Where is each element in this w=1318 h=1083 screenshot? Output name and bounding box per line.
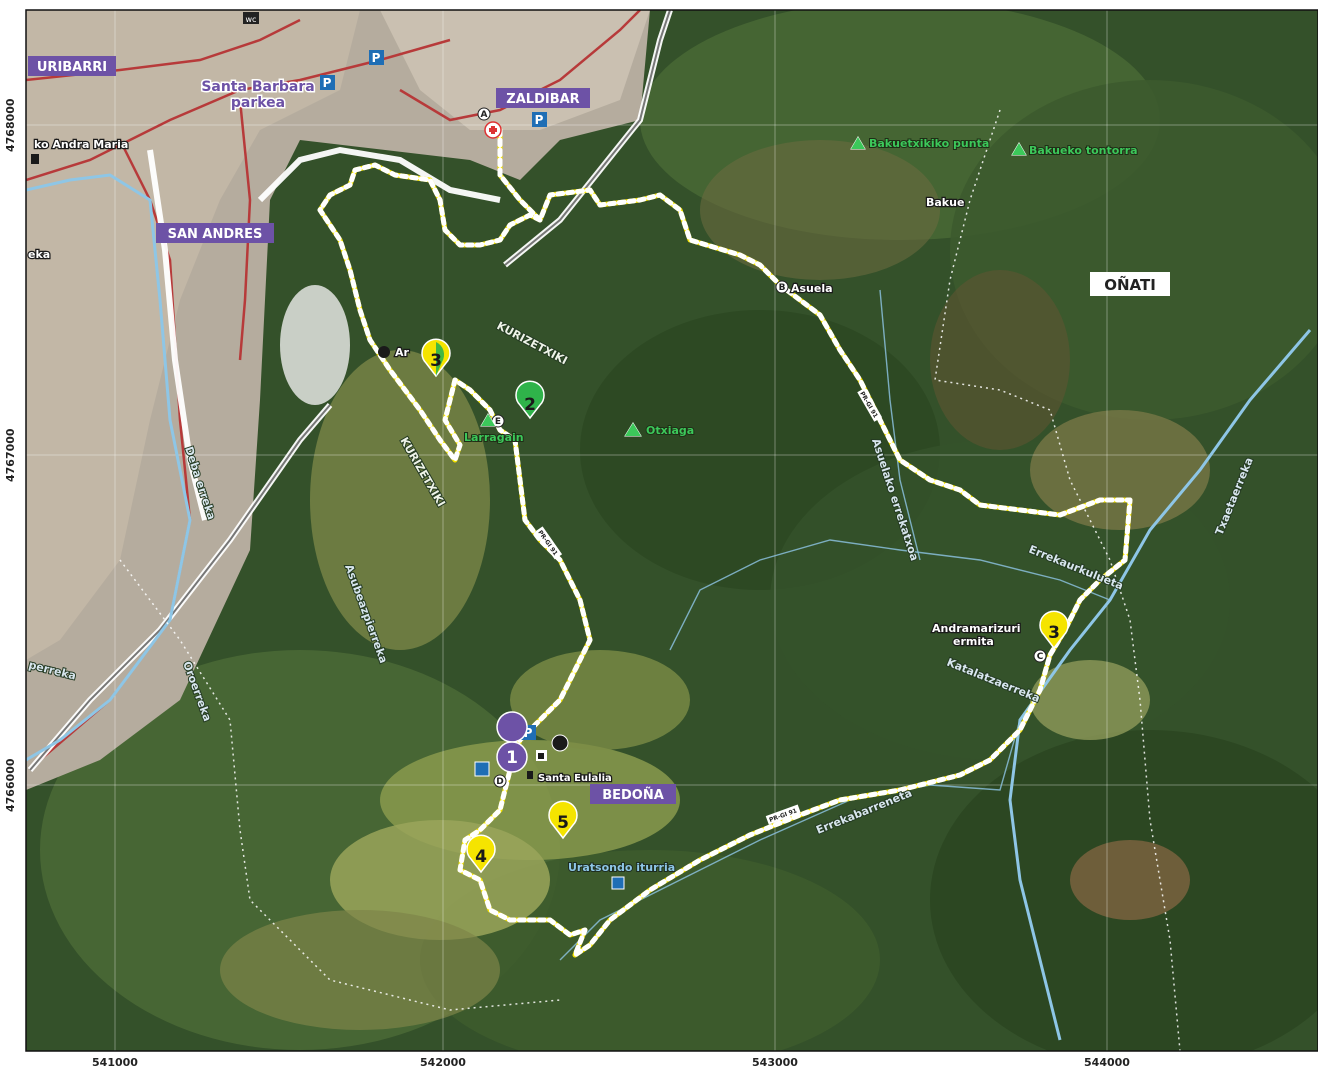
- peak-larragain: Larragain: [463, 413, 525, 445]
- svg-text:4: 4: [475, 847, 487, 867]
- svg-text:Bakuetxikiko punta: Bakuetxikiko punta: [869, 137, 989, 150]
- parking-icon: P: [532, 112, 547, 127]
- svg-text:BEDOÑA: BEDOÑA: [602, 787, 664, 803]
- svg-text:A: A: [481, 110, 488, 120]
- svg-text:B: B: [779, 283, 786, 293]
- svg-text:3: 3: [1048, 623, 1060, 643]
- svg-text:1: 1: [506, 748, 518, 768]
- marker-2[interactable]: 2: [515, 380, 545, 420]
- peak-otxiaga: Otxiaga: [624, 422, 695, 438]
- marker-4[interactable]: 4: [466, 834, 496, 874]
- parking-icon: P: [320, 75, 335, 90]
- area-label-zaldibar: ZALDIBAR: [496, 88, 590, 108]
- coord-x-544000: 544000: [1084, 1056, 1130, 1069]
- svg-text:OÑATI: OÑATI: [1104, 275, 1156, 294]
- svg-text:P: P: [323, 76, 332, 90]
- svg-text:URIBARRI: URIBARRI: [37, 60, 107, 75]
- place-eka: eka: [28, 248, 50, 261]
- svg-text:Larragain: Larragain: [464, 431, 524, 444]
- svg-text:C: C: [1037, 652, 1044, 662]
- svg-text:Uratsondo iturria: Uratsondo iturria: [568, 861, 675, 874]
- area-label-uribarri: URIBARRI: [28, 56, 116, 76]
- peak-bakueko-tontorra: Bakueko tontorra: [1011, 142, 1139, 158]
- svg-text:Otxiaga: Otxiaga: [646, 424, 694, 437]
- church-icon: [31, 154, 533, 779]
- picnic-icon: [378, 346, 390, 358]
- svg-text:wc: wc: [246, 15, 257, 24]
- coord-y-4766000: 4766000: [4, 758, 17, 812]
- marker-1[interactable]: 1: [496, 711, 528, 773]
- svg-text:E: E: [495, 417, 501, 427]
- place-parkea: parkea: [231, 95, 285, 111]
- waypoint-b[interactable]: B: [775, 280, 789, 294]
- place-santa-eulalia: Santa Eulalia: [538, 773, 612, 784]
- spring-uratsondo: Uratsondo iturria: [567, 860, 676, 890]
- svg-text:P: P: [535, 113, 544, 127]
- coord-x-541000: 541000: [92, 1056, 138, 1069]
- waypoint-d[interactable]: D: [493, 774, 507, 788]
- svg-text:P: P: [524, 726, 533, 740]
- marker-5[interactable]: 5: [548, 800, 578, 840]
- place-ar: Ar: [395, 346, 410, 359]
- svg-text:D: D: [496, 777, 503, 787]
- marker-3-andramarizuri[interactable]: 3: [1039, 610, 1069, 650]
- hospital-icon: [484, 121, 502, 139]
- cafe-icon: [536, 750, 547, 761]
- place-andramarizuri: Andramarizuri: [932, 622, 1021, 635]
- svg-text:SAN ANDRES: SAN ANDRES: [168, 227, 263, 242]
- svg-text:ZALDIBAR: ZALDIBAR: [506, 92, 579, 107]
- area-label-bedona: BEDOÑA: [590, 784, 676, 804]
- map-frame: [25, 9, 1318, 1052]
- place-santa-barbara: Santa Barbara: [201, 79, 314, 95]
- coord-x-542000: 542000: [420, 1056, 466, 1069]
- place-bakue: Bakue: [926, 196, 964, 209]
- svg-text:3: 3: [430, 351, 442, 371]
- place-ermita: ermita: [953, 635, 994, 648]
- fountain-icon: [474, 761, 490, 777]
- svg-text:5: 5: [557, 813, 569, 833]
- svg-text:2: 2: [524, 395, 536, 415]
- cave-icon: [551, 734, 569, 752]
- coord-y-4768000: 4768000: [4, 98, 17, 152]
- waypoint-c[interactable]: C: [1033, 649, 1047, 663]
- svg-text:Bakueko tontorra: Bakueko tontorra: [1029, 144, 1138, 157]
- peak-bakuetxikiko-punta: Bakuetxikiko punta: [850, 136, 990, 151]
- svg-text:P: P: [372, 51, 381, 65]
- map-imagery: [26, 10, 1318, 1051]
- area-label-onati: OÑATI: [1090, 272, 1170, 296]
- area-label-san-andres: SAN ANDRES: [156, 223, 274, 243]
- place-asuela: Asuela: [791, 282, 833, 295]
- coord-y-4767000: 4767000: [4, 428, 17, 482]
- wc-icon: wc: [243, 12, 259, 24]
- marker-3-ar[interactable]: 3: [421, 338, 451, 378]
- place-andra-maria: ko Andra Maria: [34, 138, 128, 151]
- waypoint-a[interactable]: A: [477, 107, 491, 121]
- parking-icon: P: [369, 50, 384, 65]
- coord-x-543000: 543000: [752, 1056, 798, 1069]
